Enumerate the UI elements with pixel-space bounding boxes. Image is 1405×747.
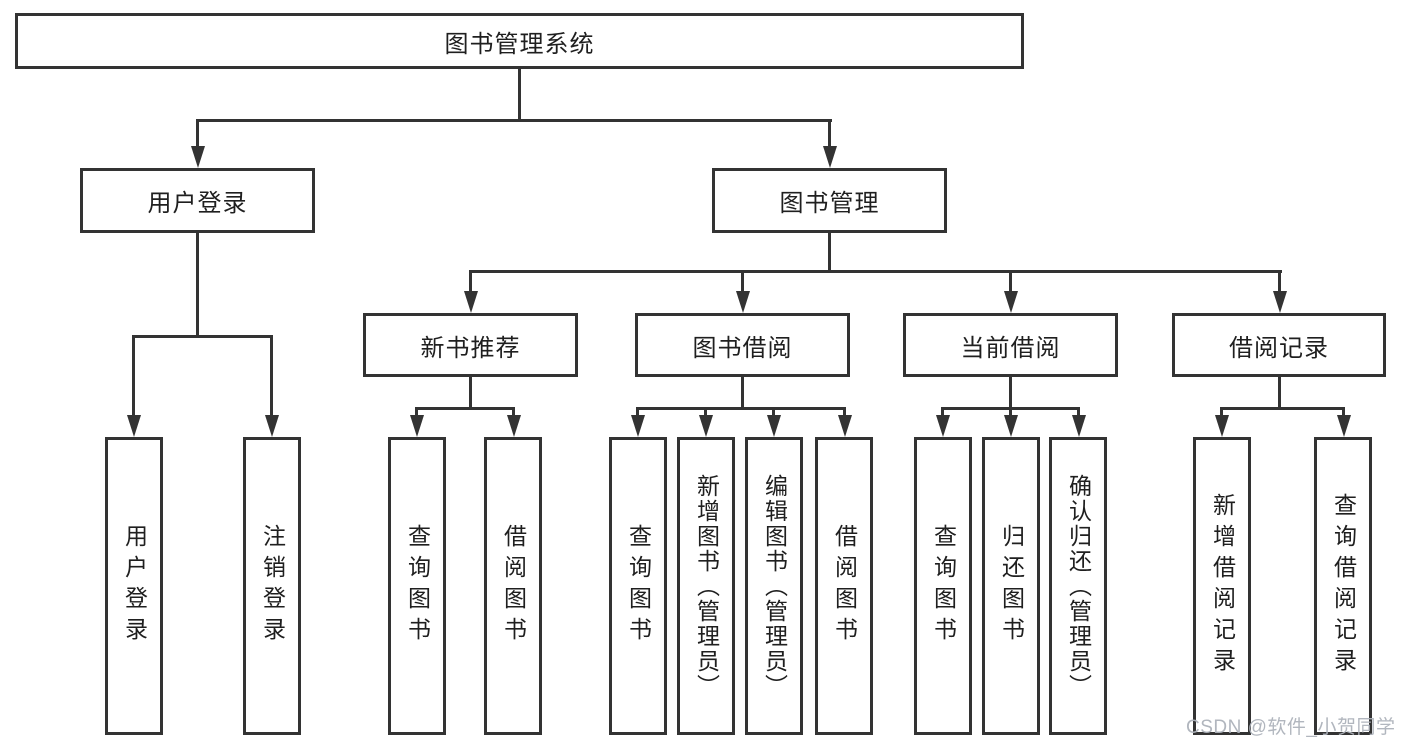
arrowhead-add-borrow-record-icon [1215,415,1229,437]
node-current-borrowing: 当前借阅 [903,313,1118,377]
edge-book-borrowing-split [636,407,846,410]
leaf-query-book-2-label: 查询图书 [625,524,652,648]
node-book-borrowing-label: 图书借阅 [692,334,793,362]
node-user-login-label: 用户登录 [147,190,248,217]
node-book-management: 图书管理 [712,168,947,233]
node-new-book-recommend-label: 新书推荐 [420,334,521,362]
edge-drop-leaf-logout [270,335,273,417]
arrowhead-add-book-icon [699,415,713,437]
arrowhead-book-management-icon [823,146,837,168]
edge-root-stem [518,69,521,119]
edge-drop-confirm-return [1077,407,1080,417]
leaf-query-book-2: 查询图书 [609,437,667,735]
edge-drop-leaf-user-login [132,335,135,417]
arrowhead-leaf-logout-icon [265,415,279,437]
arrowhead-new-book-recommend-icon [464,291,478,313]
leaf-return-book: 归还图书 [982,437,1040,735]
edge-book-management-split [469,270,1282,273]
leaf-query-book-1: 查询图书 [388,437,446,735]
arrowhead-query-borrow-record-icon [1337,415,1351,437]
edge-drop-add-book [704,407,707,417]
edge-root-split [196,119,832,122]
node-borrowing-records-label: 借阅记录 [1229,334,1329,362]
arrowhead-borrow-book-2-icon [838,415,852,437]
edge-drop-new-book-recommend [469,270,472,293]
edge-drop-current-borrowing [1009,270,1012,293]
edge-current-borrowing-stem [1009,377,1012,410]
leaf-user-login: 用户登录 [105,437,163,735]
node-borrowing-records: 借阅记录 [1172,313,1386,377]
leaf-return-book-label: 归还图书 [998,524,1025,648]
leaf-add-book: 新增图书（管理员） [677,437,735,735]
arrowhead-leaf-user-login-icon [127,415,141,437]
arrowhead-confirm-return-icon [1072,415,1086,437]
node-user-login: 用户登录 [80,168,315,233]
leaf-logout: 注销登录 [243,437,301,735]
node-current-borrowing-label: 当前借阅 [960,334,1061,362]
leaf-edit-book: 编辑图书（管理员） [745,437,803,735]
node-root: 图书管理系统 [15,13,1024,69]
arrowhead-borrow-book-1-icon [507,415,521,437]
edge-borrowing-records-stem [1278,377,1281,410]
leaf-edit-book-label: 编辑图书（管理员） [761,473,788,699]
leaf-query-book-3: 查询图书 [914,437,972,735]
csdn-watermark: CSDN @软件_小贺同学 [1186,717,1396,738]
leaf-borrow-book-1-label: 借阅图书 [500,524,527,648]
arrowhead-borrowing-records-icon [1273,291,1287,313]
node-root-label: 图书管理系统 [444,30,595,58]
edge-drop-add-borrow-record [1220,407,1223,417]
leaf-borrow-book-2: 借阅图书 [815,437,873,735]
edge-drop-borrowing-records [1278,270,1281,293]
edge-drop-book-borrowing [741,270,744,293]
arrowhead-query-book-1-icon [410,415,424,437]
leaf-confirm-return-label: 确认归还（管理员） [1065,473,1092,699]
edge-drop-user-login [196,119,199,147]
leaf-query-borrow-record-label: 查询借阅记录 [1330,493,1357,679]
arrowhead-return-book-icon [1004,415,1018,437]
edge-drop-return-book [1009,407,1012,417]
edge-drop-query-borrow-record [1342,407,1345,417]
edge-new-book-recommend-stem [469,377,472,410]
arrowhead-current-borrowing-icon [1004,291,1018,313]
edge-user-login-stem [196,233,199,337]
leaf-query-book-3-label: 查询图书 [930,524,957,648]
edge-new-book-recommend-split [415,407,515,410]
edge-drop-query-book-2 [636,407,639,417]
leaf-borrow-book-2-label: 借阅图书 [831,524,858,648]
edge-drop-borrow-book-2 [843,407,846,417]
leaf-add-borrow-record: 新增借阅记录 [1193,437,1251,735]
edge-drop-book-management [828,119,831,147]
edge-drop-edit-book [772,407,775,417]
leaf-logout-label: 注销登录 [259,524,286,648]
edge-drop-query-book-3 [941,407,944,417]
edge-user-login-split [132,335,273,338]
arrowhead-book-borrowing-icon [736,291,750,313]
node-book-borrowing: 图书借阅 [635,313,850,377]
leaf-query-borrow-record: 查询借阅记录 [1314,437,1372,735]
leaf-confirm-return: 确认归还（管理员） [1049,437,1107,735]
edge-borrowing-records-split [1220,407,1345,410]
leaf-add-borrow-record-label: 新增借阅记录 [1209,493,1236,679]
edge-book-management-stem [828,233,831,273]
leaf-borrow-book-1: 借阅图书 [484,437,542,735]
node-new-book-recommend: 新书推荐 [363,313,578,377]
edge-book-borrowing-stem [741,377,744,410]
arrowhead-query-book-2-icon [631,415,645,437]
arrowhead-query-book-3-icon [936,415,950,437]
leaf-user-login-label: 用户登录 [121,524,148,648]
arrowhead-edit-book-icon [767,415,781,437]
edge-drop-borrow-book-1 [512,407,515,417]
arrowhead-user-login-icon [191,146,205,168]
leaf-add-book-label: 新增图书（管理员） [693,473,720,699]
edge-drop-query-book-1 [415,407,418,417]
node-book-management-label: 图书管理 [779,190,880,217]
leaf-query-book-1-label: 查询图书 [404,524,431,648]
